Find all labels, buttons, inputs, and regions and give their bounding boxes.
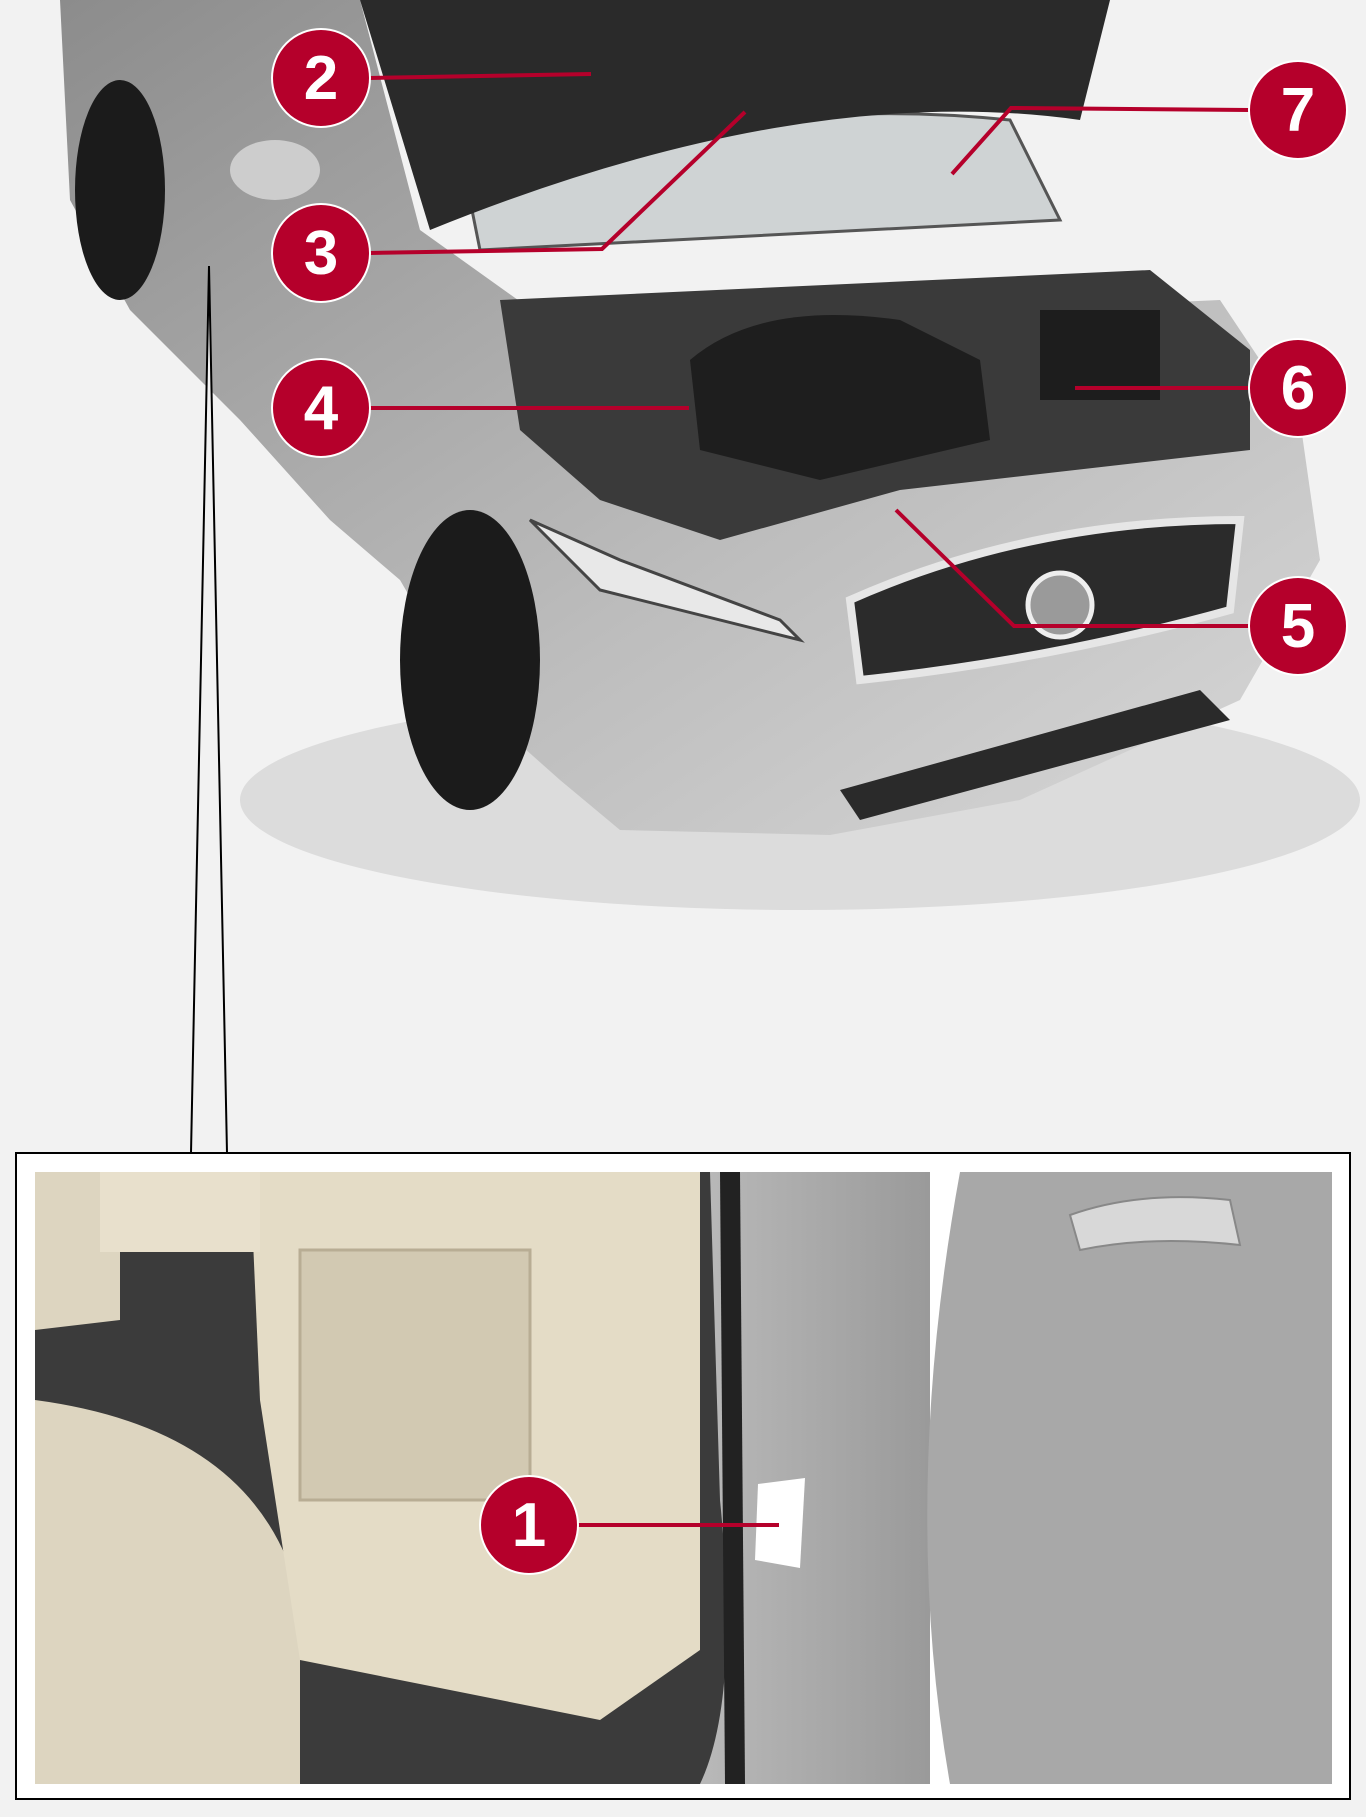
rear-wheel [75, 80, 165, 300]
callout-7[interactable]: 7 [1248, 60, 1348, 160]
rear-seat [35, 1172, 300, 1784]
rear-vent [100, 1172, 260, 1252]
door-handle [1068, 1196, 1242, 1252]
callout-4[interactable]: 4 [271, 358, 371, 458]
battery [1040, 310, 1160, 400]
callout-3[interactable]: 3 [271, 203, 371, 303]
side-mirror [230, 140, 320, 200]
logo-icon [1025, 570, 1095, 640]
leader-lines [369, 72, 1250, 1527]
open-door [927, 1172, 1332, 1784]
callout-1[interactable]: 1 [479, 1475, 579, 1575]
open-hood [360, 0, 1110, 230]
b-pillar [700, 1172, 930, 1784]
callout-5[interactable]: 5 [1248, 576, 1348, 676]
callout-2[interactable]: 2 [271, 28, 371, 128]
lower-intake [840, 690, 1230, 820]
engine-cover [690, 315, 990, 480]
seat-pocket-net [298, 1248, 532, 1502]
callout-6[interactable]: 6 [1248, 338, 1348, 438]
vin-label [755, 1478, 805, 1568]
door-seal [720, 1172, 745, 1784]
headlight [528, 518, 805, 643]
front-wheel [400, 510, 540, 810]
